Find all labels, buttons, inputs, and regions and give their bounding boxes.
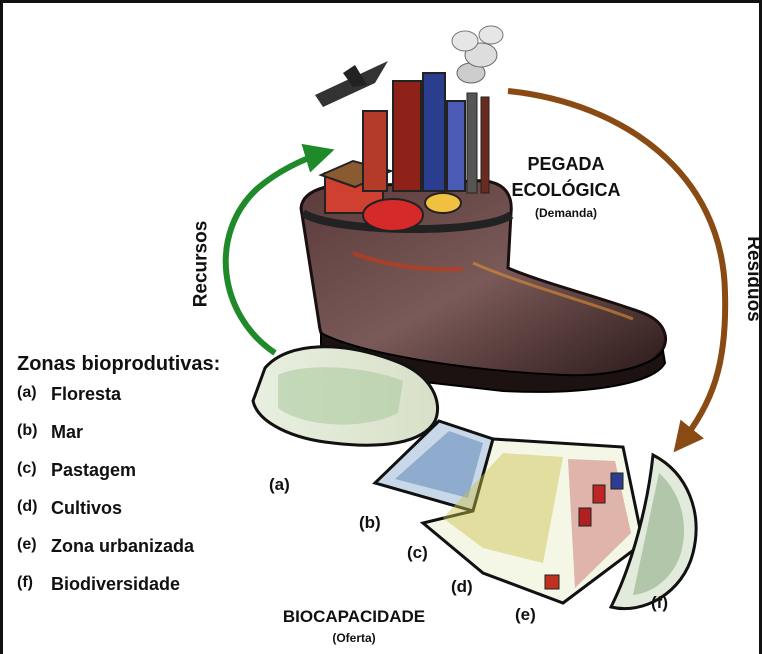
legend-item: (c)Pastagem — [17, 460, 220, 498]
legend-code: (d) — [17, 498, 51, 516]
waste-label: Resíduos — [742, 236, 762, 322]
zone-label-c: (c) — [407, 543, 428, 563]
legend-code: (e) — [17, 536, 51, 554]
zone-label-e: (e) — [515, 605, 536, 625]
legend-code: (f) — [17, 574, 51, 592]
demand-title-line2: ECOLÓGICA — [511, 177, 621, 203]
legend-code: (c) — [17, 460, 51, 478]
demand-title-line1: PEGADA — [511, 151, 621, 177]
legend-item: (e)Zona urbanizada — [17, 536, 220, 574]
supply-title: BIOCAPACIDADE (Oferta) — [249, 606, 459, 648]
demand-subtitle: (Demanda) — [511, 203, 621, 223]
supply-subtitle: (Oferta) — [249, 628, 459, 648]
legend-label: Biodiversidade — [51, 574, 180, 595]
legend-label: Floresta — [51, 384, 121, 405]
legend: Zonas bioprodutivas: (a)Floresta (b)Mar … — [17, 353, 220, 612]
zone-label-f: (f) — [651, 593, 668, 613]
legend-item: (a)Floresta — [17, 384, 220, 422]
resources-label: Recursos — [190, 221, 212, 308]
legend-item: (f)Biodiversidade — [17, 574, 220, 612]
legend-label: Mar — [51, 422, 83, 443]
legend-label: Pastagem — [51, 460, 136, 481]
legend-title: Zonas bioprodutivas: — [17, 353, 220, 376]
legend-label: Cultivos — [51, 498, 122, 519]
legend-label: Zona urbanizada — [51, 536, 194, 557]
zone-label-d: (d) — [451, 577, 473, 597]
legend-code: (b) — [17, 422, 51, 440]
supply-title-text: BIOCAPACIDADE — [249, 606, 459, 628]
legend-item: (b)Mar — [17, 422, 220, 460]
demand-title: PEGADA ECOLÓGICA (Demanda) — [511, 151, 621, 223]
zone-label-b: (b) — [359, 513, 381, 533]
legend-item: (d)Cultivos — [17, 498, 220, 536]
legend-code: (a) — [17, 384, 51, 402]
zone-label-a: (a) — [269, 475, 290, 495]
